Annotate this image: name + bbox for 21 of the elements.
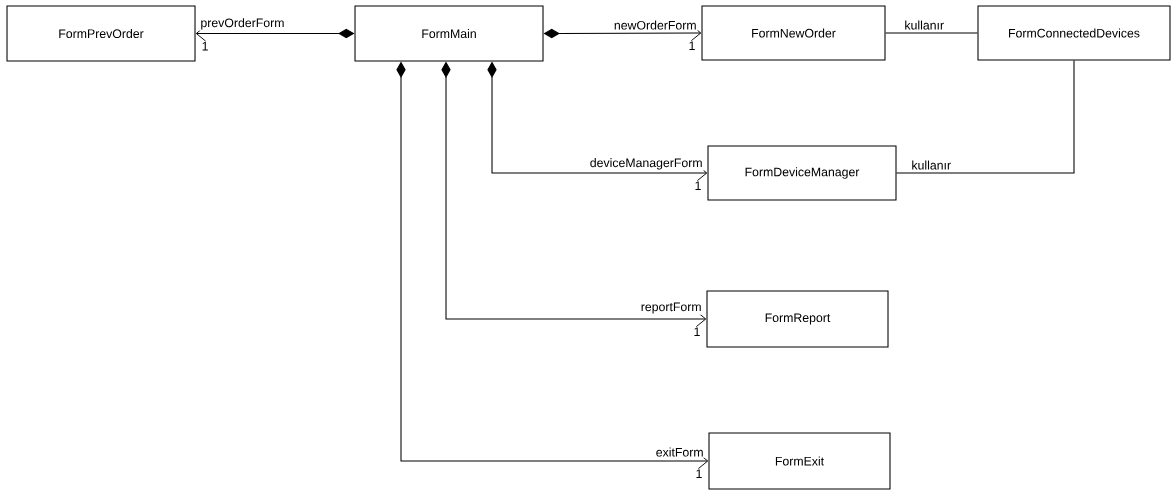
multiplicity-label: 1	[202, 41, 208, 51]
edge-label: exitForm	[654, 446, 705, 458]
edge-label: kullanır	[910, 159, 953, 171]
multiplicity-label: 1	[689, 41, 695, 50]
multiplicity-label: 1	[694, 327, 700, 336]
class-box: FormConnectedDevices	[977, 5, 1171, 61]
edge-label: kullanır	[903, 19, 946, 31]
class-box: FormPrevOrder	[6, 5, 196, 62]
edge-label: newOrderForm	[612, 19, 698, 31]
class-box: FormExit	[708, 432, 891, 490]
edge-label: deviceManagerForm	[588, 156, 704, 171]
class-box: FormReport	[706, 290, 889, 348]
class-box: FormDeviceManager	[707, 145, 897, 201]
edge-label: reportForm	[639, 301, 703, 315]
multiplicity-label: 1	[696, 469, 702, 478]
edge-label: prevOrderForm	[199, 16, 286, 31]
class-box: FormNewOrder	[701, 5, 886, 61]
association-line	[896, 60, 1075, 174]
association-line	[885, 32, 978, 34]
class-box: FormMain	[354, 5, 544, 62]
multiplicity-label: 1	[695, 181, 701, 190]
